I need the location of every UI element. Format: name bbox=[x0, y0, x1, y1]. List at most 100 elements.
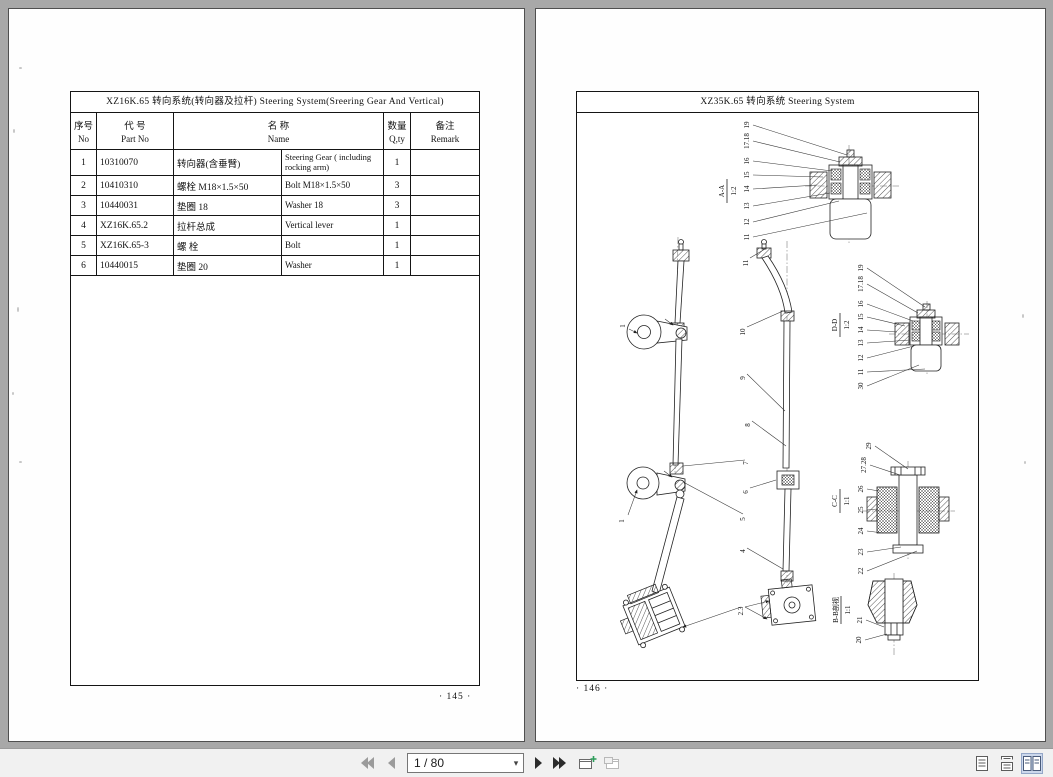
right-linkage-assembly bbox=[756, 239, 817, 626]
cell-part-no: XZ16K.65.2 bbox=[97, 216, 174, 235]
table-header-row: 序号 No 代 号 Part No 名 称 Name 数量 Q,ty 备注 Re… bbox=[71, 113, 479, 150]
cell-name-cn: 垫圈 18 bbox=[174, 196, 282, 215]
callout-label: 24 bbox=[857, 527, 865, 535]
header-remark-en: Remark bbox=[430, 134, 460, 144]
header-no-en: No bbox=[78, 134, 89, 144]
header-qty: 数量 Q,ty bbox=[384, 113, 411, 149]
callout-label: 10 bbox=[739, 328, 747, 336]
pdf-viewer-toolbar: 1 / 80 ▾ bbox=[0, 748, 1053, 777]
continuous-view-icon bbox=[1001, 756, 1013, 771]
page-number: · 145 · bbox=[439, 692, 472, 702]
table-title: XZ16K.65 转向系统(转向器及拉杆) Steering System(Sr… bbox=[71, 92, 479, 113]
cell-qty: 3 bbox=[384, 196, 411, 215]
callout-label: 17.18 bbox=[743, 133, 751, 149]
cell-no: 4 bbox=[71, 216, 97, 235]
callout-label: 13 bbox=[857, 339, 865, 347]
page-number-combobox[interactable]: 1 / 80 ▾ bbox=[407, 753, 524, 773]
callout-label: 21 bbox=[856, 616, 864, 624]
cell-name-cn: 拉杆总成 bbox=[174, 216, 282, 235]
first-page-button[interactable] bbox=[357, 754, 377, 772]
last-page-button[interactable] bbox=[550, 754, 570, 772]
callout-label: 9 bbox=[739, 376, 747, 380]
detail-view-a-a: A-A 1:2 bbox=[718, 121, 899, 243]
view-label: D-D bbox=[831, 319, 839, 331]
open-new-window-icon bbox=[603, 757, 619, 769]
callout-label: 13 bbox=[743, 202, 751, 210]
table-row: 6 10440015 垫圈 20 Washer 1 bbox=[71, 256, 479, 276]
cell-name-cn: 转向器(含垂臂) bbox=[174, 150, 282, 175]
view-label: A-A bbox=[718, 185, 726, 197]
cell-part-no: 10440031 bbox=[97, 196, 174, 215]
open-new-window-add-button[interactable] bbox=[576, 754, 598, 772]
cell-no: 6 bbox=[71, 256, 97, 275]
view-scale: 1:2 bbox=[730, 186, 738, 195]
callout-label: 16 bbox=[857, 300, 865, 308]
callout-label: 25 bbox=[857, 506, 865, 514]
next-page-button[interactable] bbox=[529, 754, 549, 772]
first-page-icon bbox=[361, 757, 374, 769]
header-part-cn: 代 号 bbox=[124, 122, 146, 132]
callout-label: 29 bbox=[865, 442, 873, 450]
callout-label: 14 bbox=[743, 185, 751, 193]
cell-name-cn: 螺栓 M18×1.5×50 bbox=[174, 176, 282, 195]
document-page-145: XZ16K.65 转向系统(转向器及拉杆) Steering System(Sr… bbox=[8, 8, 525, 742]
cell-name-en: Vertical lever bbox=[282, 216, 384, 235]
main-callouts: 1 1 11 10 9 8 7 6 5 4 bbox=[618, 248, 787, 628]
cell-no: 5 bbox=[71, 236, 97, 255]
callout-label: 19 bbox=[743, 121, 751, 129]
continuous-view-button[interactable] bbox=[996, 753, 1018, 774]
callout-label: 16 bbox=[743, 157, 751, 165]
cell-no: 1 bbox=[71, 150, 97, 175]
cell-name-cn: 垫圈 20 bbox=[174, 256, 282, 275]
callout-label: 11 bbox=[857, 368, 865, 375]
two-page-view-button[interactable] bbox=[1021, 753, 1043, 774]
cell-part-no: 10410310 bbox=[97, 176, 174, 195]
callout-label: 19 bbox=[857, 264, 865, 272]
callout-label: 11 bbox=[743, 233, 751, 240]
open-new-window-add-icon bbox=[578, 756, 596, 769]
header-no-cn: 序号 bbox=[73, 122, 93, 132]
cell-no: 2 bbox=[71, 176, 97, 195]
callout-label: 8 bbox=[744, 423, 752, 427]
previous-page-button[interactable] bbox=[381, 754, 401, 772]
open-new-window-button[interactable] bbox=[601, 754, 623, 772]
view-scale: 1:2 bbox=[843, 320, 851, 329]
callout-label: 12 bbox=[743, 218, 751, 226]
single-page-view-button[interactable] bbox=[971, 753, 993, 774]
table-row: 5 XZ16K.65-3 螺 栓 Bolt 1 bbox=[71, 236, 479, 256]
callout-label: 26 bbox=[857, 485, 865, 493]
previous-page-icon bbox=[388, 757, 395, 769]
callout-label: 7 bbox=[742, 461, 750, 465]
cell-name-cn: 螺 栓 bbox=[174, 236, 282, 255]
diagram-title: XZ35K.65 转向系统 Steering System bbox=[577, 92, 978, 113]
cell-remark bbox=[411, 256, 479, 275]
callout-label: 14 bbox=[857, 326, 865, 334]
cell-name-en: Steering Gear ( including rocking arm) bbox=[282, 150, 384, 175]
cell-name-en: Bolt M18×1.5×50 bbox=[282, 176, 384, 195]
left-linkage-assembly bbox=[619, 236, 690, 649]
header-name-en: Name bbox=[267, 134, 290, 144]
callout-label: 27.28 bbox=[860, 457, 868, 473]
detail-view-c-c: C-C 1:1 bbox=[831, 442, 955, 575]
callout-label: 15 bbox=[857, 313, 865, 321]
header-remark-cn: 备注 bbox=[435, 122, 455, 132]
steering-system-diagram: 1 1 11 10 9 8 7 6 5 4 bbox=[618, 121, 969, 655]
view-label: B-B剖视 bbox=[831, 597, 840, 623]
detail-view-b-b: B-B剖视 1:1 21 20 bbox=[831, 573, 918, 655]
cell-qty: 1 bbox=[384, 256, 411, 275]
callout-label: 22 bbox=[857, 567, 865, 575]
callout-label: 6 bbox=[742, 490, 750, 494]
callout-label: 17.18 bbox=[857, 276, 865, 292]
callout-label: 4 bbox=[739, 549, 747, 553]
detail-view-d-d: D-D 1:2 bbox=[831, 264, 969, 390]
cell-part-no: 10310070 bbox=[97, 150, 174, 175]
header-qty-cn: 数量 bbox=[387, 122, 407, 132]
cell-qty: 1 bbox=[384, 236, 411, 255]
table-row: 1 10310070 转向器(含垂臂) Steering Gear ( incl… bbox=[71, 150, 479, 176]
cell-remark bbox=[411, 236, 479, 255]
cell-qty: 1 bbox=[384, 216, 411, 235]
callout-label: 15 bbox=[743, 171, 751, 179]
callout-label: 11 bbox=[742, 259, 750, 266]
callout-label: 12 bbox=[857, 354, 865, 362]
header-qty-en: Q,ty bbox=[389, 134, 405, 144]
